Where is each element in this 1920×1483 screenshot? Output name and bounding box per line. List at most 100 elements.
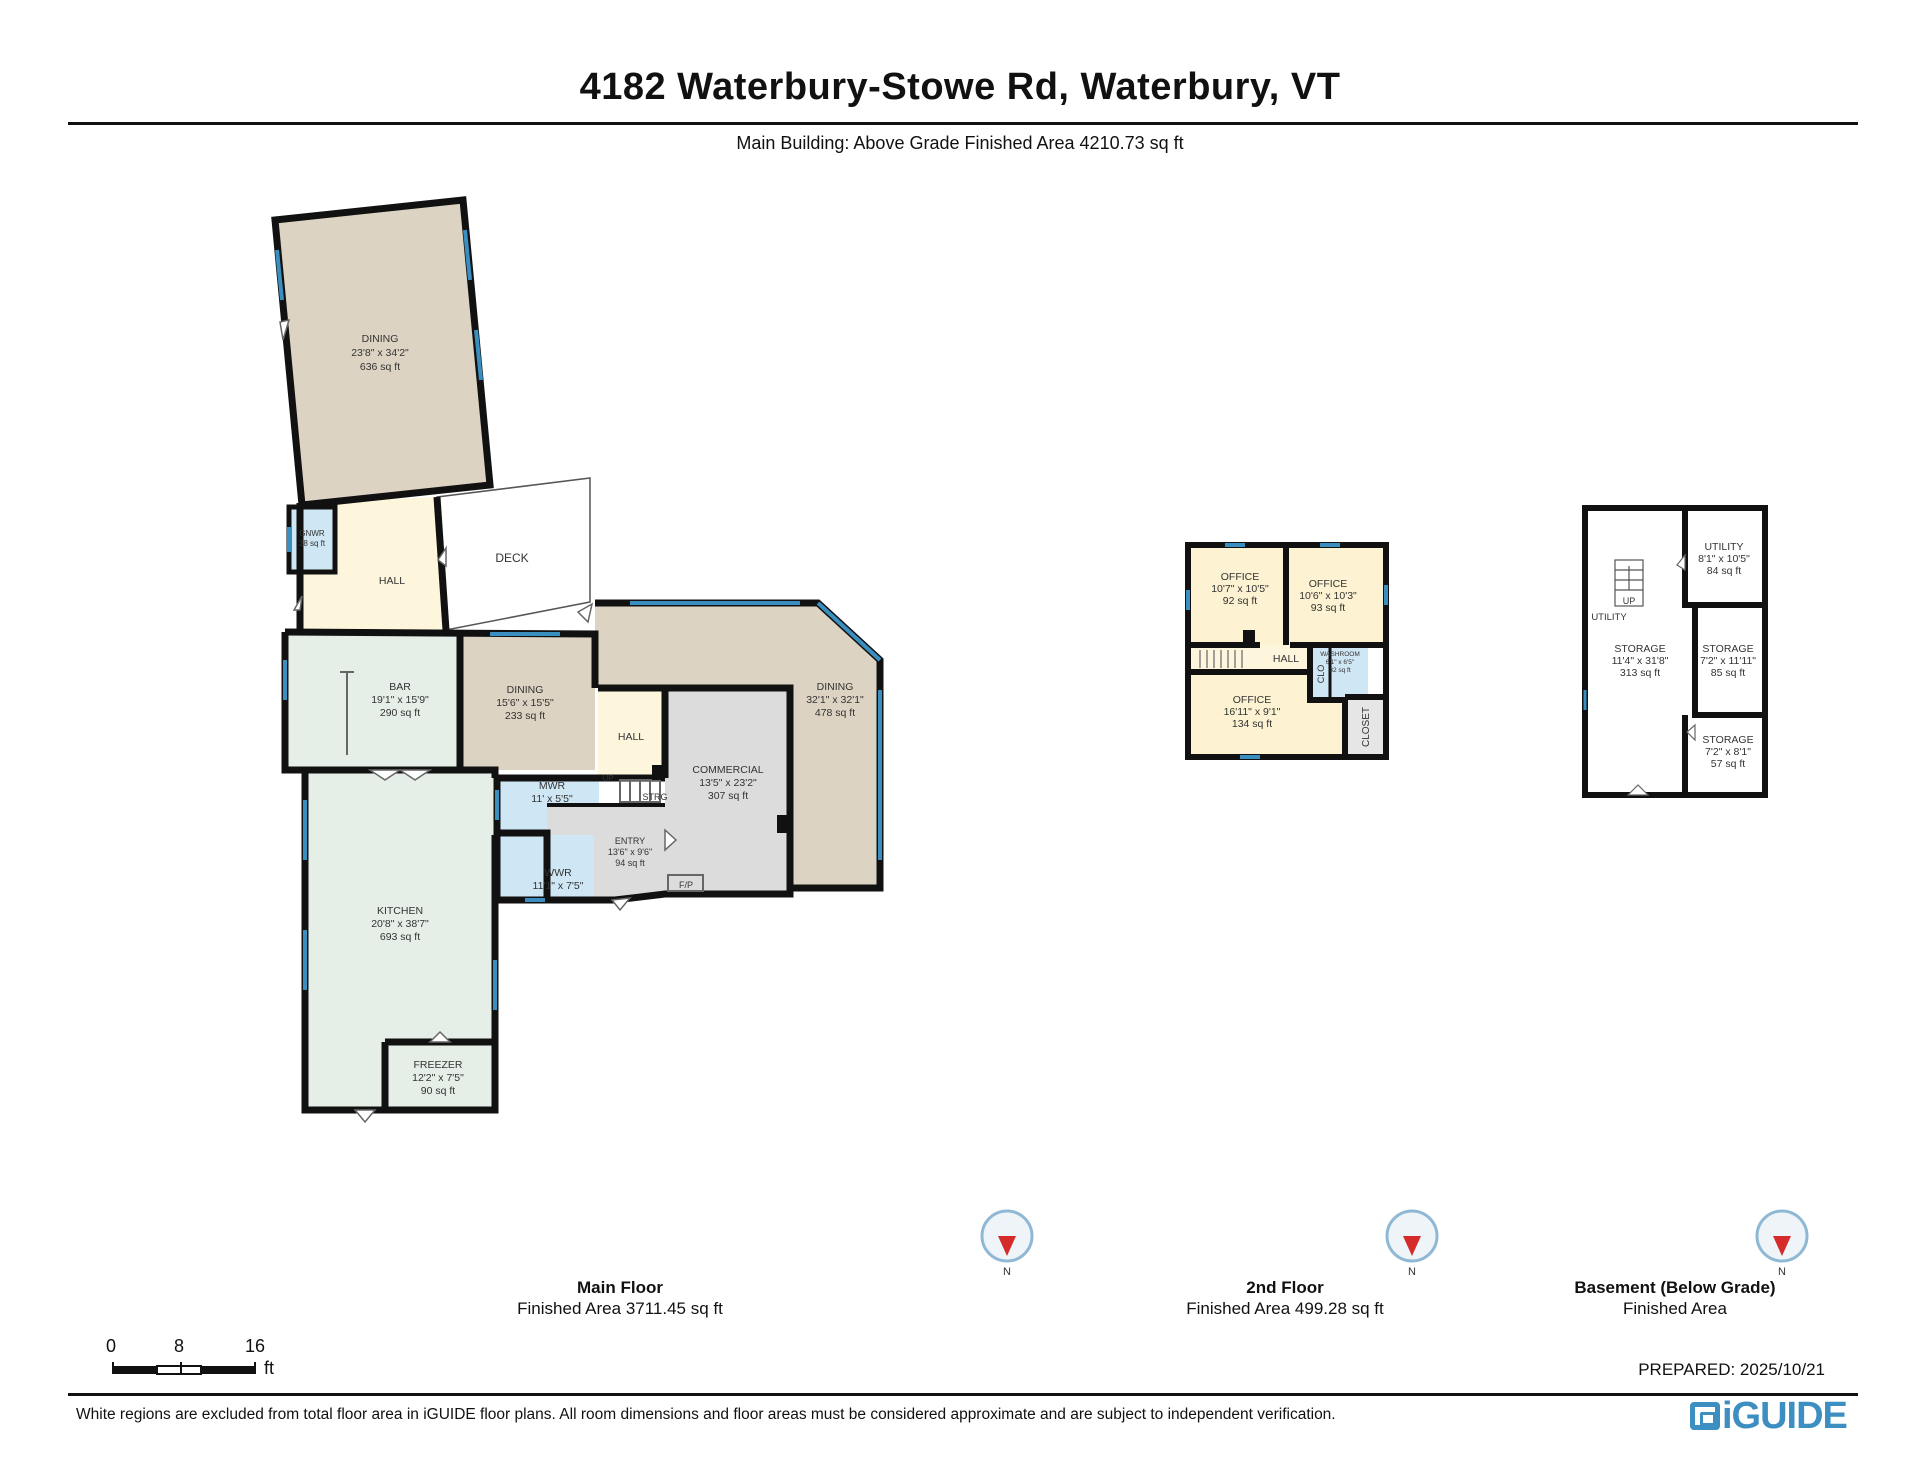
compass-main: N (980, 1209, 1034, 1278)
scale-tick-8: 8 (174, 1336, 185, 1356)
room-label: DINING (362, 333, 399, 345)
scale-tick-16: 16 (245, 1336, 266, 1356)
room-dims: 7'2" x 8'1" (1705, 746, 1751, 758)
room-label: CLOSET (1361, 707, 1372, 747)
room-dims: 11'1" x 7'5" (533, 880, 584, 892)
room-area: 290 sq ft (380, 707, 420, 719)
scale-unit: ft (264, 1358, 275, 1378)
room-area: 85 sq ft (1711, 667, 1746, 679)
room-label: MWR (539, 780, 566, 792)
second-floor-label: 2nd Floor Finished Area 499.28 sq ft (1100, 1277, 1470, 1319)
main-floor-label: Main Floor Finished Area 3711.45 sq ft (440, 1277, 800, 1319)
compass-basement: N (1755, 1209, 1809, 1278)
room-closet (1345, 697, 1386, 757)
room-label: FREEZER (413, 1059, 462, 1071)
room-office-2 (1286, 545, 1386, 645)
room-label: HALL (379, 575, 405, 587)
room-area: 313 sq ft (1620, 667, 1660, 679)
compass-second: N (1385, 1209, 1439, 1278)
scale-tick-0: 0 (106, 1336, 117, 1356)
room-label: DECK (495, 551, 528, 565)
room-area: 92 sq ft (1223, 595, 1258, 607)
room-label: UP (602, 774, 613, 783)
compass-label: N (1408, 1266, 1416, 1278)
room-area: 84 sq ft (1707, 565, 1742, 577)
floor-name: Main Floor (577, 1278, 663, 1297)
floor-name: 2nd Floor (1246, 1278, 1324, 1297)
room-area: 636 sq ft (360, 361, 400, 373)
floor-area: Finished Area (1623, 1299, 1727, 1318)
room-dims: 23'8" x 34'2" (351, 347, 409, 359)
room-label: ENTRY (615, 836, 645, 846)
basement-floor-label: Basement (Below Grade) Finished Area (1530, 1277, 1820, 1319)
room-dims: 32'1" x 32'1" (806, 694, 864, 706)
basement-floor: UTILITY 8'1" x 10'5" 84 sq ft UTILITY UP… (1582, 505, 1768, 798)
room-dims: 7'2" x 11'11" (1700, 655, 1756, 667)
room-label: DINING (817, 681, 854, 693)
room-dining-mid (460, 634, 595, 770)
room-label: UP (1623, 596, 1636, 606)
room-label: UTILITY (1704, 541, 1743, 553)
room-label: OFFICE (1309, 578, 1348, 590)
room-dims: 11'4" x 31'8" (1612, 655, 1669, 667)
room-dims: 12'2" x 7'5" (412, 1072, 464, 1084)
room-washroom (1312, 645, 1368, 700)
compass-label: N (1003, 1266, 1011, 1278)
room-area: 134 sq ft (1232, 718, 1272, 730)
room-label: OFFICE (1221, 571, 1260, 583)
room-dims: 15'6" x 15'5" (496, 697, 554, 709)
second-floor: OFFICE 10'7" x 10'5" 92 sq ft OFFICE 10'… (1185, 542, 1389, 760)
room-hall-2nd (1188, 645, 1308, 672)
room-dims: 13'5" x 23'2" (699, 777, 757, 789)
page-title: 4182 Waterbury-Stowe Rd, Waterbury, VT (579, 66, 1341, 108)
room-label: KITCHEN (377, 905, 423, 917)
room-area: 94 sq ft (615, 858, 645, 868)
room-office-3 (1188, 672, 1345, 757)
room-label: STRG (642, 792, 667, 802)
room-area: 233 sq ft (505, 710, 545, 722)
floor-area: Finished Area 3711.45 sq ft (517, 1299, 723, 1318)
iguide-logo: iGUIDE (1690, 1395, 1848, 1438)
compass-label: N (1778, 1266, 1786, 1278)
floor-area: Finished Area 499.28 sq ft (1186, 1299, 1384, 1318)
disclaimer: White regions are excluded from total fl… (76, 1406, 1336, 1423)
room-area: 693 sq ft (380, 931, 420, 943)
room-label: HALL (1273, 653, 1299, 665)
footer-rule (68, 1393, 1858, 1396)
room-label: UTILITY (1591, 612, 1627, 623)
room-dims: 6'1" x 6'5" (1326, 659, 1355, 666)
room-dims: 16'11" x 9'1" (1224, 706, 1281, 718)
room-dims: 19'1" x 15'9" (371, 694, 429, 706)
main-floor-labels: DINING 23'8" x 34'2" 636 sq ft GNWR 38 s… (299, 333, 864, 1097)
room-label: OFFICE (1233, 694, 1272, 706)
room-label: COMMERCIAL (692, 764, 763, 776)
room-hall-lower (598, 690, 665, 778)
room-label: WASHROOM (1320, 651, 1359, 658)
room-dims: 20'8" x 38'7" (371, 918, 429, 930)
room-label: DINING (507, 684, 544, 696)
room-freezer (385, 1042, 495, 1110)
logo-text: iGUIDE (1722, 1395, 1848, 1437)
scale-bar (112, 1362, 256, 1375)
room-area: 307 sq ft (708, 790, 748, 802)
room-label: STORAGE (1614, 643, 1665, 655)
iguide-logo-icon (1690, 1402, 1720, 1430)
room-office-1 (1188, 545, 1286, 645)
room-dims: 10'7" x 10'5" (1211, 583, 1269, 595)
room-area: 93 sq ft (1311, 602, 1346, 614)
room-bar (285, 632, 460, 770)
page-subtitle: Main Building: Above Grade Finished Area… (736, 133, 1184, 153)
room-area: 38 sq ft (299, 539, 326, 548)
room-label: WWR (544, 867, 572, 879)
prepared-date: PREPARED: 2025/10/21 (1638, 1360, 1825, 1379)
room-dims: 10'6" x 10'3" (1299, 590, 1357, 602)
room-dining-east (595, 603, 880, 888)
room-area: 57 sq ft (1711, 758, 1746, 770)
room-label: STORAGE (1702, 734, 1753, 746)
room-dining-north (275, 200, 490, 505)
room-area: 478 sq ft (815, 707, 855, 719)
room-label: STORAGE (1702, 643, 1753, 655)
floor-name: Basement (Below Grade) (1574, 1278, 1776, 1297)
room-label: BAR (389, 681, 411, 693)
